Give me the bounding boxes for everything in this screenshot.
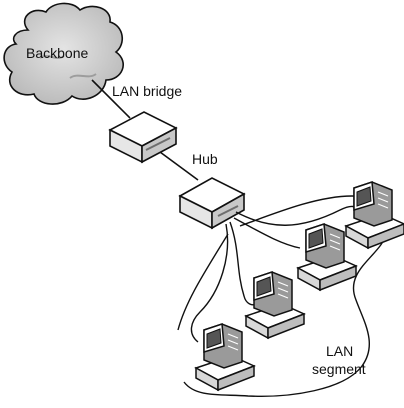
backbone-cloud-icon [3,2,125,105]
computer-1-desktop-computer-icon [345,181,404,249]
backbone-cable [91,79,131,119]
lan-bridge-label: LAN bridge [112,83,182,99]
backbone-label: Backbone [26,45,88,61]
computer-4-desktop-computer-icon [195,323,255,391]
hub-box-icon [178,177,246,230]
computer-3-desktop-computer-icon [245,271,305,339]
lan-segment-boundary [183,195,390,397]
lan-segment-boundary-left [177,233,229,331]
lan-bridge-box-icon [108,111,178,164]
hub-label: Hub [192,151,218,167]
lan-segment-label-line2: segment [312,361,366,377]
bridge-hub-cable [159,151,199,181]
lan-segment-label-line1: LAN [326,343,353,359]
